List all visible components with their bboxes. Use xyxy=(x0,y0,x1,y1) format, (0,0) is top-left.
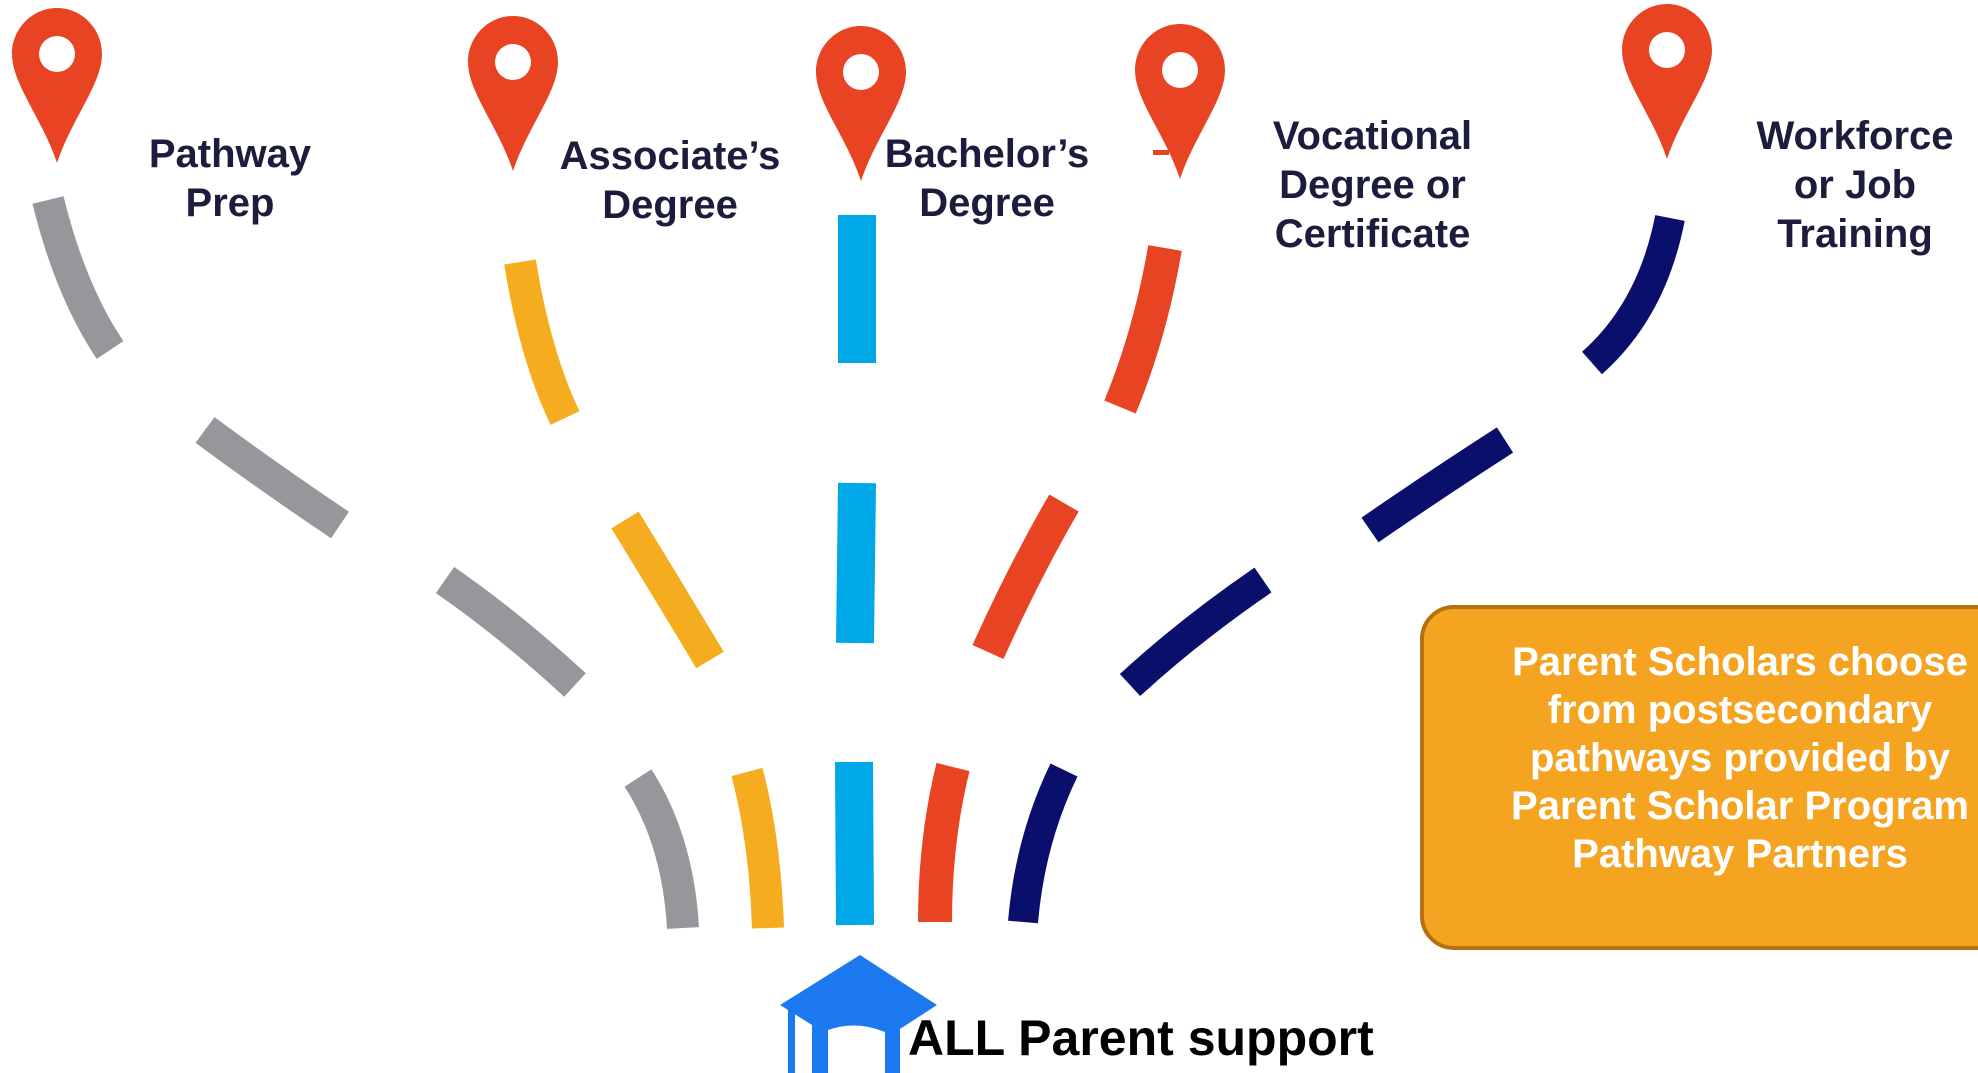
path-segment xyxy=(731,767,784,929)
path-segment xyxy=(1008,763,1078,924)
path-segment xyxy=(918,762,970,923)
path-segment xyxy=(836,482,876,644)
location-pin-icon xyxy=(816,26,906,181)
label-bachelors: Bachelor’s Degree xyxy=(884,132,1090,225)
label-pathway-prep: Pathway Prep xyxy=(148,132,312,225)
all-parent-support-label: ALL Parent support xyxy=(908,1010,1374,1066)
path-segment xyxy=(611,511,724,669)
location-pin-icon xyxy=(1622,4,1712,159)
path-pathway-prep xyxy=(32,196,699,929)
callout-box xyxy=(1420,605,1978,950)
path-vocational xyxy=(918,245,1182,923)
path-segment xyxy=(32,196,124,359)
path-segment xyxy=(835,761,874,926)
callout-text: Parent Scholars choose from postsecondar… xyxy=(1511,640,1969,876)
path-segment xyxy=(624,769,699,929)
path-segment xyxy=(435,566,586,697)
location-pin-icon xyxy=(1135,24,1225,179)
label-workforce: Workforce or Job Training xyxy=(1756,114,1954,256)
path-segment xyxy=(195,417,349,539)
path-segment xyxy=(504,259,580,425)
label-associates: Associate’s Degree xyxy=(559,134,781,227)
path-bachelors xyxy=(835,215,876,926)
path-segment xyxy=(1104,245,1182,414)
location-pin-icon xyxy=(12,8,102,163)
label-vocational: Vocational Degree or Certificate xyxy=(1272,114,1473,256)
path-segment xyxy=(972,494,1079,659)
path-associates xyxy=(504,259,784,929)
path-segment xyxy=(1119,567,1272,697)
graduation-cap-icon xyxy=(780,955,937,1073)
location-pin-icon xyxy=(468,16,558,171)
path-segment xyxy=(1581,215,1685,375)
path-segment xyxy=(1361,427,1514,543)
path-workforce xyxy=(1008,215,1685,924)
